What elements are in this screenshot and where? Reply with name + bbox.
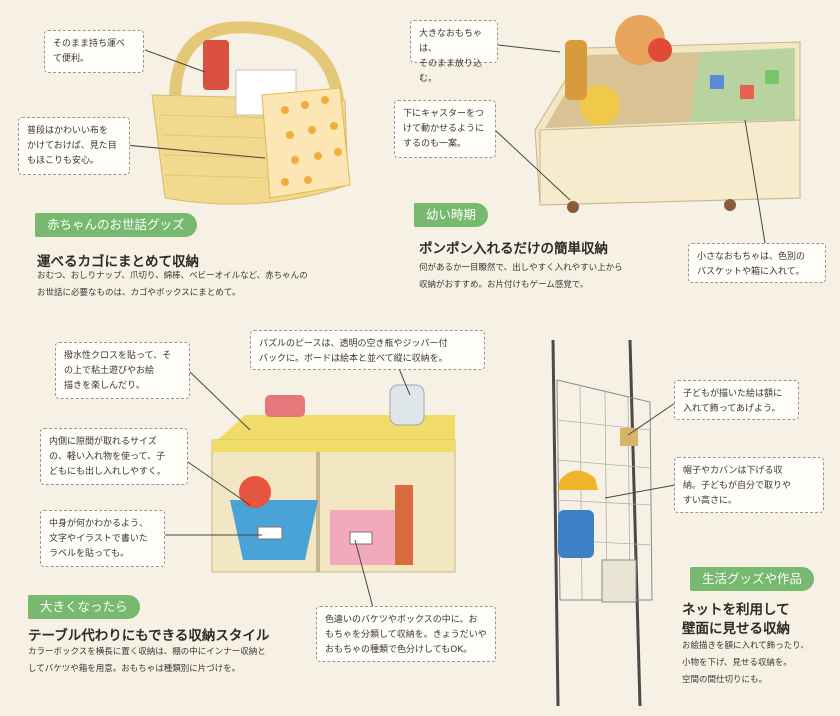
note-frame: 子どもが描いた絵は額に 入れて飾ってあげよう。 (674, 380, 799, 420)
note-color-buckets: 色違いのバケツやボックスの中に、お もちゃを分類して収納を。きょうだいや おもち… (316, 606, 496, 662)
note-carry: そのまま持ち運べ て便利。 (44, 30, 144, 73)
basket-icon (151, 21, 351, 205)
body-living: お絵描きを額に入れて飾ったり、 小物を下げ、見せる収納を。 空間の間仕切りにも。 (682, 641, 809, 685)
section-tag-living: 生活グッズや作品 (690, 567, 815, 591)
headline-living-1: ネットを利用して (682, 602, 790, 618)
note-big-toys: 大きなおもちゃは、 そのまま放り込む。 (410, 20, 498, 84)
note-hats: 帽子やカバンは下げる収 納。子どもが自分で取りや すい高さに。 (674, 457, 824, 513)
note-puzzle: パズルのピースは、透明の空き瓶やジッパー付 バックに。ボードは絵本と並べて縦に収… (250, 330, 485, 370)
body-baby: おむつ、おしりナップ、爪切り、綿棒、ベビーオイルなど、赤ちゃんの お世話に必要な… (37, 271, 308, 298)
note-gap: 内側に隙間が取れるサイズ の、軽い入れ物を使って、子 どもにも出し入れしやすく。 (40, 428, 188, 485)
headline-toddler: ポンポン入れるだけの簡単収納 (419, 241, 608, 257)
section-tag-toddler: 幼い時期 (414, 203, 489, 227)
toy-box-icon (534, 15, 801, 213)
note-cloth: 普段はかわいい布を かけておけば、見た目 もほこりも安心。 (18, 117, 130, 175)
note-small-toys: 小さなおもちゃは、色別の バスケットや箱に入れて。 (688, 243, 826, 283)
headline-living-2: 壁面に見せる収納 (682, 621, 790, 637)
body-toddler: 何があるか一目瞭然で、出しやすく入れやすい上から 収納がおすすめ。お片付けもゲー… (419, 263, 623, 290)
note-casters: 下にキャスターをつ けて動かせるように するのも一案。 (394, 100, 496, 158)
net-wall-icon (551, 339, 653, 707)
headline-baby: 運べるカゴにまとめて収納 (37, 254, 199, 270)
note-label: 中身が何かわかるよう、 文字やイラストで書いた ラベルを貼っても。 (40, 510, 165, 567)
section-tag-older: 大きくなったら (28, 595, 140, 619)
headline-older: テーブル代わりにもできる収納スタイル (28, 628, 270, 644)
body-older: カラーボックスを横長に置く収納は、棚の中にインナー収納と してバケツや箱を用意。… (28, 647, 266, 674)
note-waterproof: 撥水性クロスを貼って、そ の上で粘土遊びやお絵 描きを楽しんだり。 (55, 342, 190, 399)
leader-lines (124, 44, 766, 616)
section-tag-baby: 赤ちゃんのお世話グッズ (35, 213, 197, 237)
color-box-shelf-icon (211, 384, 456, 573)
